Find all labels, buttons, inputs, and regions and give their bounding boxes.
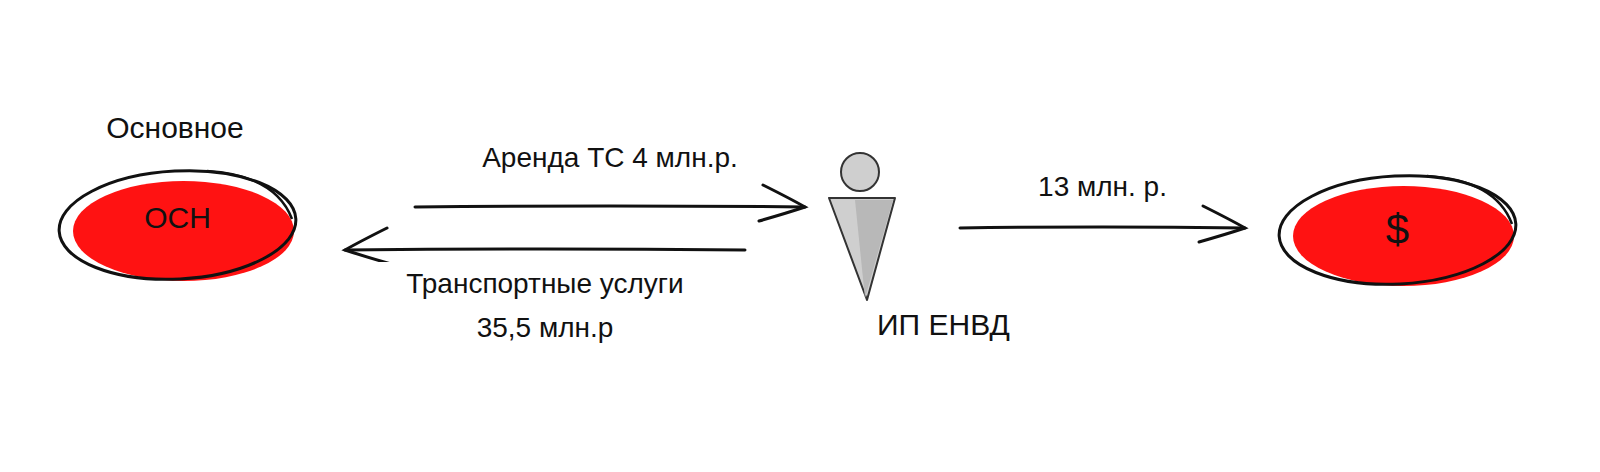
edge-label: 13 млн. р.	[1034, 165, 1171, 209]
node-label: $	[1275, 206, 1520, 254]
person-figure	[815, 150, 905, 310]
ellipse-node: ОсновноеОСН	[55, 105, 300, 285]
arrow-connector	[415, 185, 805, 221]
edge-label: Аренда ТС 4 млн.р.	[478, 136, 742, 180]
arrow-connector	[960, 206, 1245, 242]
ellipse-node: $	[1275, 170, 1520, 290]
edge-label: Транспортные услуги 35,5 млн.р	[376, 262, 714, 350]
person-label: ИП ЕНВД	[877, 308, 1010, 342]
node-heading: Основное	[55, 111, 295, 145]
person-node: ИП ЕНВД	[815, 150, 905, 310]
node-label: ОСН	[55, 201, 300, 235]
arrow-connector	[345, 228, 745, 264]
